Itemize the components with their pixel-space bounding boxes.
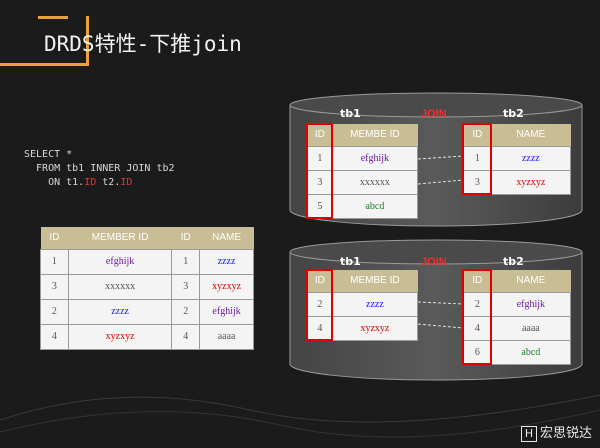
diagram2-tb1-id-highlight bbox=[306, 269, 333, 341]
result-cell: 2 bbox=[171, 298, 201, 325]
sql-snippet: SELECT * FROM tb1 INNER JOIN tb2 ON t1.I… bbox=[24, 148, 175, 190]
diagram1-tb2-cell: xyzxyz bbox=[490, 169, 572, 195]
sql-line-2: FROM tb1 INNER JOIN tb2 bbox=[24, 163, 175, 174]
diagram1-join-label: JOIN bbox=[421, 108, 447, 120]
diagram1-tb2-label: tb2 bbox=[503, 107, 524, 120]
result-header-id: ID bbox=[40, 227, 69, 249]
diagram2-tb1-table: ID MEMBE ID 2 zzzz 4 xyzxyz bbox=[307, 270, 419, 341]
table-row: 3 xyzxyz bbox=[463, 169, 572, 195]
table-row: 3 xxxxxx 3 xyzxyz bbox=[40, 273, 254, 300]
diagram1-tb1-label: tb1 bbox=[340, 107, 361, 120]
diagram1-tb1-cell: xxxxxx bbox=[331, 169, 419, 195]
diagram1-tb1-table: ID MEMBE ID 1 efghijk 3 xxxxxx 5 abcd bbox=[307, 124, 419, 219]
result-cell: 2 bbox=[40, 298, 69, 325]
table-row: 4 xyzxyz bbox=[307, 315, 419, 341]
result-cell: 1 bbox=[40, 248, 69, 275]
diagram1-tb1-cell: 3 bbox=[307, 169, 333, 195]
result-header-member-id: MEMBER ID bbox=[68, 227, 172, 249]
result-header-id-2: ID bbox=[171, 227, 200, 249]
sql-line-3-pre: ON t1. bbox=[24, 177, 85, 188]
table-row: 4 aaaa bbox=[463, 315, 572, 341]
sql-keyword-id-1: ID bbox=[84, 177, 97, 188]
table-row: 1 efghijk bbox=[307, 145, 419, 171]
diagram2-tb2-label: tb2 bbox=[503, 255, 524, 268]
result-cell: 4 bbox=[40, 323, 69, 350]
sql-keyword-id-2: ID bbox=[120, 177, 133, 188]
diagram2-tb2-header-id: ID bbox=[463, 270, 492, 292]
table-row: 5 abcd bbox=[307, 193, 419, 219]
diagram1-tb1-cell: abcd bbox=[331, 193, 419, 219]
diagram1-tb1-id-highlight bbox=[306, 123, 333, 219]
diagram1-tb1-cell: efghijk bbox=[331, 145, 419, 171]
diagram1-tb2-cell: 3 bbox=[463, 169, 492, 195]
diagram2-tb1-label: tb1 bbox=[340, 255, 361, 268]
diagram2-tb2-cell: abcd bbox=[490, 339, 572, 365]
diagram2-tb2-cell: efghijk bbox=[490, 291, 572, 317]
diagram2-tb1-cell: 2 bbox=[307, 291, 333, 317]
table-row: 2 zzzz 2 efghijk bbox=[40, 298, 254, 325]
result-cell: efghijk bbox=[199, 298, 254, 325]
diagram2-join-label: JOIN bbox=[421, 256, 447, 268]
diagram1-tb2-table: ID NAME 1 zzzz 3 xyzxyz bbox=[463, 124, 572, 195]
diagram2-tb1-cell: 4 bbox=[307, 315, 333, 341]
table-row: 1 efghijk 1 zzzz bbox=[40, 248, 254, 275]
table-row: 6 abcd bbox=[463, 339, 572, 365]
diagram2-tb2-cell: aaaa bbox=[490, 315, 572, 341]
table-row: 3 xxxxxx bbox=[307, 169, 419, 195]
diagram2-tb2-header-name: NAME bbox=[491, 270, 571, 292]
join-connector bbox=[417, 155, 464, 160]
table-row: 1 zzzz bbox=[463, 145, 572, 171]
sql-line-3-mid: t2. bbox=[96, 177, 121, 188]
result-cell: xxxxxx bbox=[67, 273, 173, 300]
diagram1-tb2-header-id: ID bbox=[463, 124, 492, 146]
corner-decoration-top bbox=[38, 16, 68, 19]
result-cell: zzzz bbox=[199, 248, 254, 275]
corner-decoration-vertical bbox=[86, 16, 89, 66]
diagram1-tb1-header-member-id: MEMBE ID bbox=[332, 124, 418, 146]
table-row: 4 xyzxyz 4 aaaa bbox=[40, 323, 254, 350]
diagram2-tb1-cell: xyzxyz bbox=[331, 315, 419, 341]
result-cell: 1 bbox=[171, 248, 201, 275]
diagram2-tb2-table: ID NAME 2 efghijk 4 aaaa 6 abcd bbox=[463, 270, 572, 365]
diagram1-tb2-cell: zzzz bbox=[490, 145, 572, 171]
diagram2-tb1-header-id: ID bbox=[307, 270, 333, 292]
join-connector bbox=[417, 179, 464, 185]
result-cell: aaaa bbox=[199, 323, 254, 350]
diagram2-tb1-header-member-id: MEMBE ID bbox=[332, 270, 418, 292]
corner-decoration-bottom bbox=[0, 63, 89, 66]
diagram1-tb2-cell: 1 bbox=[463, 145, 492, 171]
watermark-text: 宏思锐达 bbox=[539, 426, 592, 441]
sql-line-1: SELECT * bbox=[24, 149, 73, 160]
table-row: 2 zzzz bbox=[307, 291, 419, 317]
diagram1-tb1-header-id: ID bbox=[307, 124, 333, 146]
result-header-name: NAME bbox=[199, 227, 254, 249]
diagram1-tb2-id-highlight bbox=[462, 123, 492, 195]
result-cell: efghijk bbox=[67, 248, 173, 275]
page-title: DRDS特性-下推join bbox=[44, 32, 242, 56]
result-cell: 3 bbox=[171, 273, 201, 300]
join-connector bbox=[417, 301, 464, 305]
join-connector bbox=[417, 323, 464, 329]
diagram2-tb1-cell: zzzz bbox=[331, 291, 419, 317]
diagram1-tb2-header-name: NAME bbox=[491, 124, 571, 146]
watermark-glyph: H bbox=[520, 426, 537, 442]
result-cell: xyzxyz bbox=[67, 323, 173, 350]
diagram1-tb1-cell: 5 bbox=[307, 193, 333, 219]
diagram2-tb2-id-highlight bbox=[462, 269, 492, 365]
result-cell: xyzxyz bbox=[199, 273, 254, 300]
result-table: ID MEMBER ID ID NAME 1 efghijk 1 zzzz 3 … bbox=[40, 227, 254, 350]
